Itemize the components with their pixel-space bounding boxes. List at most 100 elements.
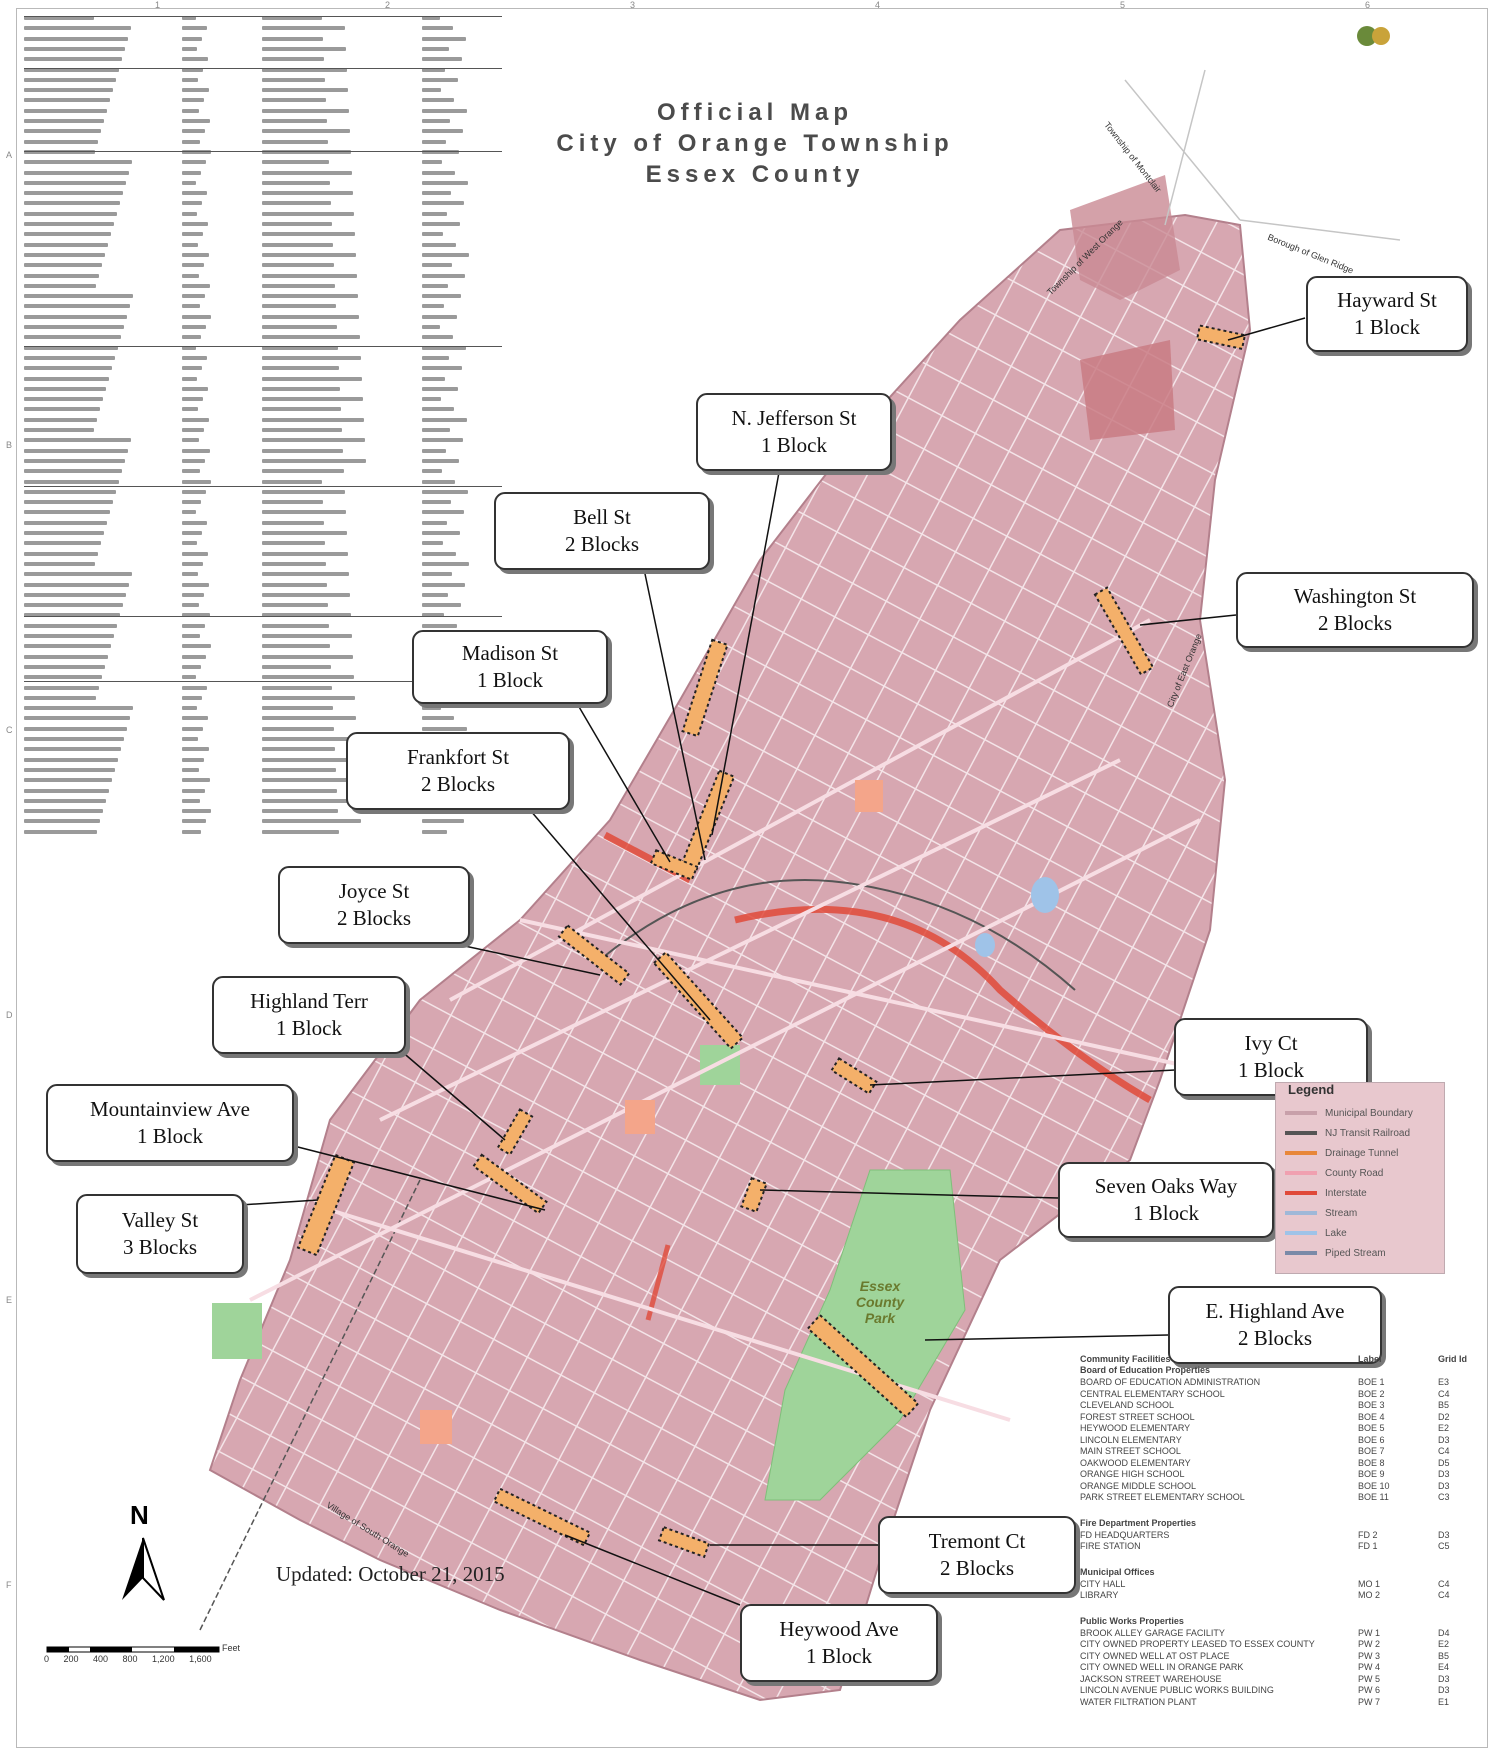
index-entry-line [182,654,206,659]
index-entry-line [24,778,112,783]
index-entry-line [262,809,338,814]
index-entry-line [24,376,109,381]
facility-name: JACKSON STREET WAREHOUSE [1080,1673,1222,1684]
grid-row-label: C [6,725,13,735]
legend-box [1275,1082,1445,1274]
callout-blocks: 2 Blocks [1237,1326,1313,1350]
index-entry-line [262,510,346,515]
index-entry-line [262,695,355,700]
leader-line [639,549,706,861]
callout-mountainview: Mountainview Ave 1 Block [46,1084,294,1162]
index-entry-line [262,716,356,721]
index-entry-line [24,397,103,402]
facility-label: PW 2 [1358,1639,1381,1649]
callout-joyce: Joyce St 2 Blocks [278,866,470,944]
facility-label: BOE 9 [1358,1469,1385,1479]
facility-label: MO 1 [1358,1578,1381,1589]
index-entry-line [262,551,348,556]
callout-street: Valley St [121,1208,199,1232]
facility-name: FIRE STATION [1080,1541,1141,1551]
facility-grid: B5 [1438,1650,1450,1661]
segment-n-jefferson [681,638,729,738]
leader-line [564,1534,741,1606]
facility-grid: E4 [1438,1662,1450,1672]
index-entry-line [262,201,331,206]
callout-madison: Madison St 1 Block [412,630,608,704]
legend-swatch [1285,1131,1317,1136]
callout-street: Madison St [461,641,559,665]
index-entry-line [182,695,202,700]
index-entry-line [182,397,203,402]
index-entry-line [422,139,446,144]
index-entry-line [182,582,209,587]
callout-tremont: Tremont Ct 2 Blocks [878,1516,1076,1594]
facility-name: OAKWOOD ELEMENTARY [1080,1457,1191,1468]
legend-label: Interstate [1325,1188,1367,1199]
index-entry-line [24,222,114,226]
legend-item: Stream [1285,1208,1357,1222]
index-entry-line [422,67,445,72]
segment-valley [296,1153,356,1257]
index-entry-line [24,335,121,340]
north-arrow [122,1537,165,1601]
index-entry-line [24,273,99,278]
facility-name: FD HEADQUARTERS [1080,1529,1170,1540]
index-entry-line [262,458,366,463]
index-entry-line [182,355,207,360]
lake [1031,877,1059,913]
index-entry-line [182,531,202,535]
facility-grid: C3 [1438,1492,1450,1502]
grid-col-label: 5 [1120,0,1126,10]
segment-bell [680,769,736,871]
index-entry-line [24,201,120,206]
index-entry-line [262,479,322,484]
index-entry-line [182,294,205,299]
facility-name: CENTRAL ELEMENTARY SCHOOL [1080,1388,1225,1399]
callout-seven-oaks: Seven Oaks Way 1 Block [1058,1162,1274,1238]
callout-blocks: 1 Block [806,1644,872,1668]
index-entry-line [262,335,360,340]
index-entry-line [182,376,197,381]
index-entry-line [262,242,333,247]
callout-valley: Valley St 3 Blocks [76,1194,244,1274]
index-entry-line [422,283,448,288]
facility-label: BOE 10 [1358,1480,1390,1491]
index-entry-line [182,500,201,505]
index-entry-line [24,747,121,752]
index-entry-line [422,592,448,597]
index-entry-line [24,170,129,175]
index-entry-line [24,572,132,577]
legend-label: Piped Stream [1325,1248,1386,1259]
leader-line [924,1334,1169,1341]
index-entry-line [182,366,202,371]
callout-blocks: 1 Block [276,1016,342,1040]
index-entry-line [24,366,112,371]
index-entry-line [422,417,467,422]
index-entry-line [262,407,341,412]
index-entry-line [182,479,211,484]
grid-row-label: B [6,440,13,450]
callout-frankfort: Frankfort St 2 Blocks [346,732,570,810]
index-entry-line [422,191,451,196]
index-entry-line [24,36,128,41]
index-entry-line [24,489,116,494]
index-entry-line [24,798,106,803]
index-entry-line [262,222,332,226]
facility-label: BOE 7 [1358,1446,1385,1456]
callout-n-jefferson: N. Jefferson St 1 Block [696,393,892,471]
index-entry-line [182,469,200,474]
index-entry-line [262,644,330,649]
index-entry-line [24,829,97,834]
index-entry-line [24,809,103,814]
segment-washington [1093,586,1155,676]
facility-label: PW 3 [1358,1650,1381,1661]
index-entry-line [262,592,350,597]
index-entry-line [24,520,107,525]
facility-name: CITY OWNED WELL IN ORANGE PARK [1080,1662,1244,1672]
index-entry-line [24,819,100,824]
facility-label: PW 7 [1358,1696,1381,1707]
scale-ticks: 0 200 400 800 1,200 1,600 [44,1654,212,1664]
index-entry-line [182,592,204,597]
callout-highland-terr: Highland Terr 1 Block [212,976,406,1054]
